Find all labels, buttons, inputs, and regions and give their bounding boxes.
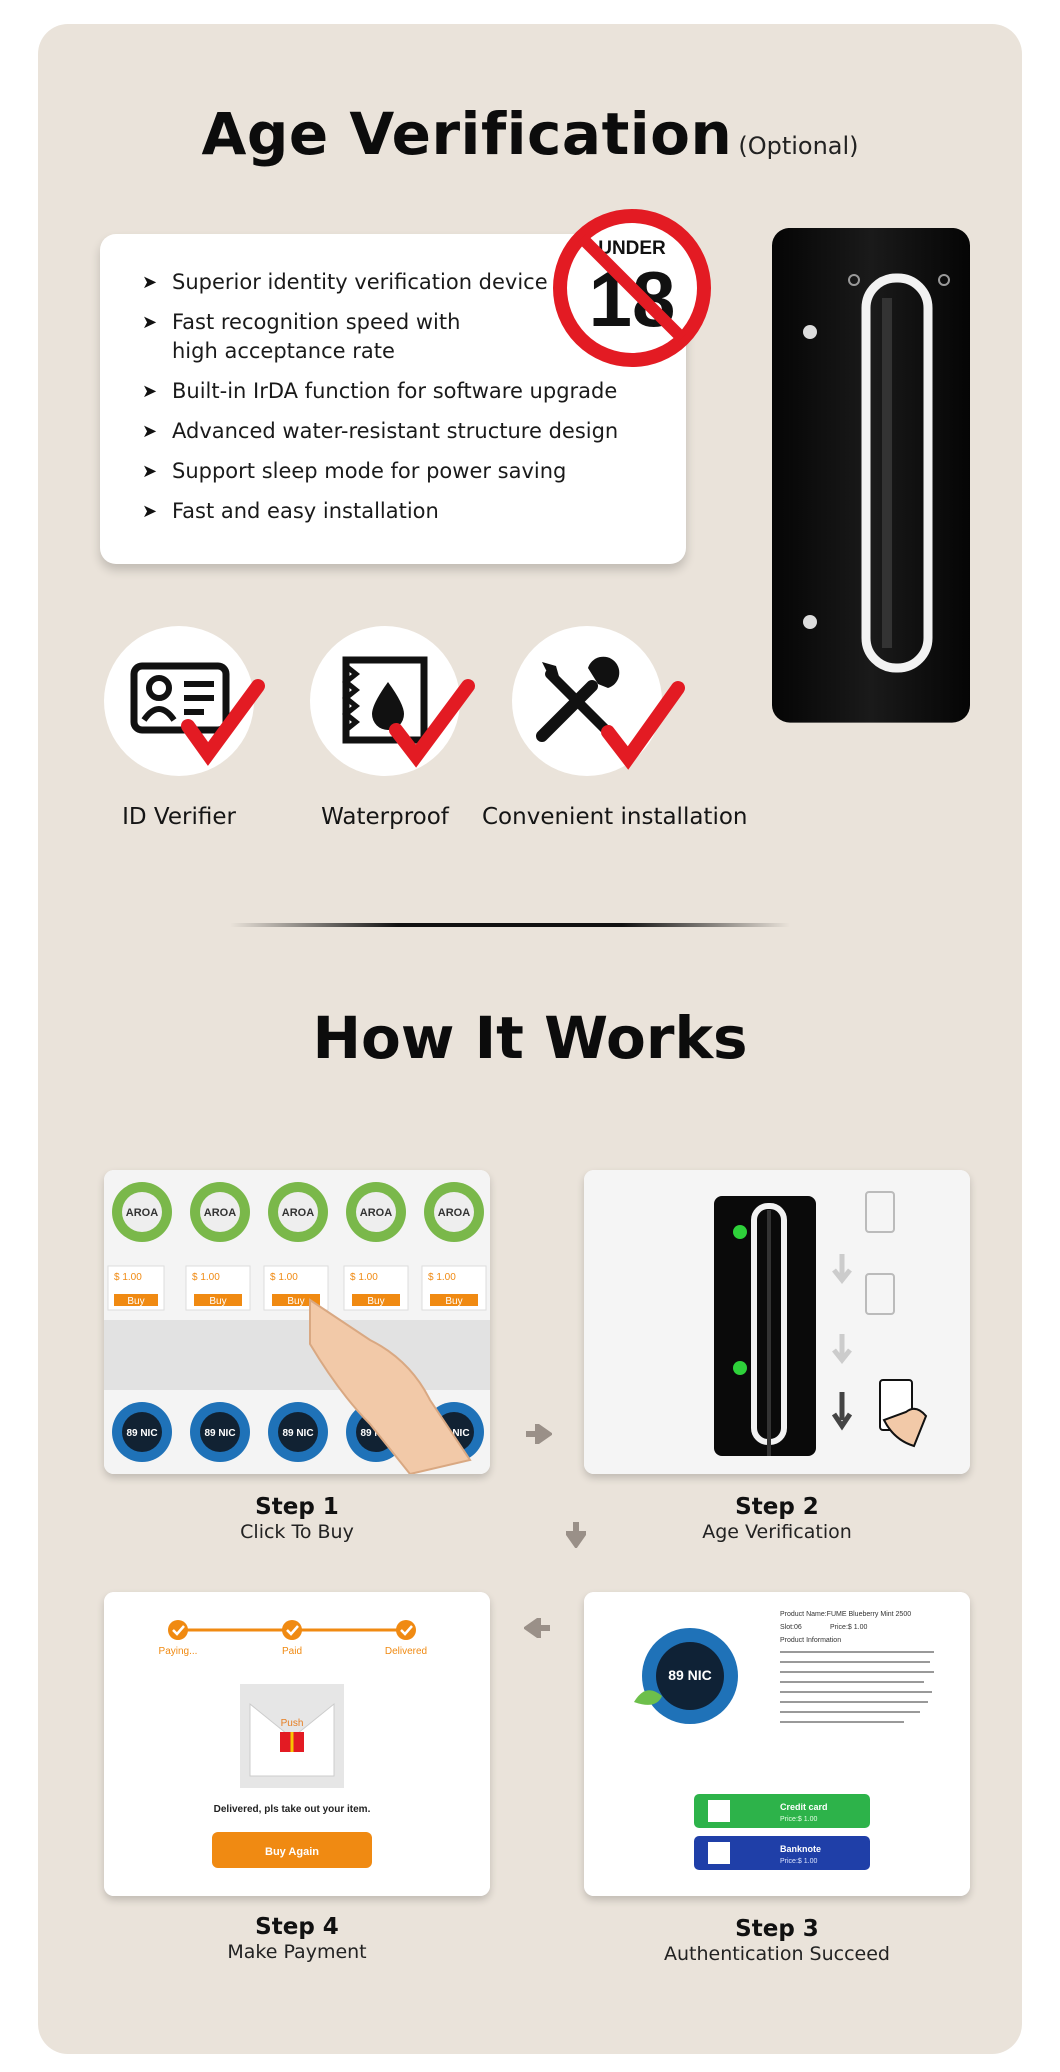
svg-text:89 NIC: 89 NIC bbox=[282, 1428, 313, 1439]
feature-list: ➤Superior identity verification device ➤… bbox=[142, 268, 662, 537]
svg-text:Buy: Buy bbox=[367, 1296, 384, 1307]
feature-item: ➤Fast recognition speed with high accept… bbox=[142, 310, 461, 363]
svg-text:89 NIC: 89 NIC bbox=[360, 1428, 391, 1439]
svg-text:$ 1.00: $ 1.00 bbox=[428, 1272, 456, 1283]
svg-text:Credit card: Credit card bbox=[780, 1802, 828, 1812]
svg-text:Price:$ 1.00: Price:$ 1.00 bbox=[780, 1816, 817, 1823]
product-row-top: AROA AROA AROA AROA AROA bbox=[112, 1182, 484, 1242]
step-4-title: Step 4 bbox=[255, 1914, 339, 1940]
step-2-title: Step 2 bbox=[735, 1494, 819, 1520]
svg-text:$ 1.00: $ 1.00 bbox=[192, 1272, 220, 1283]
svg-text:Buy: Buy bbox=[209, 1296, 226, 1307]
how-it-works-title: How It Works bbox=[312, 1004, 748, 1072]
svg-text:AROA: AROA bbox=[360, 1207, 392, 1219]
feature-item: ➤Superior identity verification device bbox=[142, 268, 662, 297]
step-3-title: Step 3 bbox=[735, 1916, 819, 1942]
push-label: Push bbox=[281, 1718, 304, 1729]
section-subtitle: (Optional) bbox=[738, 132, 859, 160]
feature-label-waterproof: Waterproof bbox=[321, 804, 449, 830]
age-verification-heading: Age Verification(Optional) bbox=[0, 100, 1060, 168]
step-4-subtitle: Make Payment bbox=[227, 1941, 367, 1963]
badge-top-text: UNDER bbox=[598, 238, 666, 259]
arrow-bullet-icon: ➤ bbox=[142, 461, 158, 482]
age-verification-screen bbox=[584, 1170, 970, 1474]
progress-step-paying: Paying... bbox=[159, 1646, 198, 1657]
svg-text:AROA: AROA bbox=[438, 1207, 470, 1219]
age-verification-device bbox=[772, 228, 970, 736]
arrow-bullet-icon: ➤ bbox=[142, 272, 158, 293]
banknote-option bbox=[694, 1836, 870, 1870]
svg-text:Buy: Buy bbox=[445, 1296, 462, 1307]
feature-item: ➤Built-in IrDA function for software upg… bbox=[142, 377, 662, 406]
arrow-left-icon bbox=[524, 1618, 550, 1638]
product-price: Price:$ 1.00 bbox=[830, 1624, 867, 1631]
authentication-screen: 89 NIC Product Name:FUME Blueberry Mint … bbox=[584, 1592, 970, 1896]
arrow-bullet-icon: ➤ bbox=[142, 501, 158, 522]
installation-feature bbox=[512, 626, 685, 776]
progress-step-delivered: Delivered bbox=[385, 1646, 427, 1657]
svg-text:AROA: AROA bbox=[204, 1207, 236, 1219]
feature-label-installation: Convenient installation bbox=[482, 804, 748, 830]
buy-again-button bbox=[212, 1832, 372, 1868]
product-slot: Slot:06 bbox=[780, 1624, 802, 1631]
feature-item: ➤Fast and easy installation bbox=[142, 497, 662, 526]
svg-text:89 NIC: 89 NIC bbox=[668, 1667, 712, 1683]
step-1-subtitle: Click To Buy bbox=[240, 1521, 354, 1543]
water-drop-icon bbox=[341, 656, 475, 768]
progress-step-paid: Paid bbox=[282, 1646, 302, 1657]
make-payment-screen: Paying... Paid Delivered Push Delivered,… bbox=[104, 1592, 490, 1896]
feature-item: ➤Advanced water-resistant structure desi… bbox=[142, 417, 662, 446]
tools-icon bbox=[536, 656, 685, 770]
arrow-down-icon bbox=[566, 1522, 586, 1548]
step-3-subtitle: Authentication Succeed bbox=[664, 1943, 890, 1965]
svg-text:89 NIC: 89 NIC bbox=[438, 1428, 469, 1439]
svg-text:$ 1.00: $ 1.00 bbox=[270, 1272, 298, 1283]
svg-text:Banknote: Banknote bbox=[780, 1844, 821, 1854]
product-name: Product Name:FUME Blueberry Mint 2500 bbox=[780, 1611, 911, 1618]
svg-text:Buy: Buy bbox=[127, 1296, 144, 1307]
svg-text:Price:$ 1.00: Price:$ 1.00 bbox=[780, 1858, 817, 1865]
badge-number-text: 18 bbox=[589, 255, 676, 343]
id-card-icon bbox=[130, 662, 265, 766]
credit-card-option bbox=[694, 1794, 870, 1828]
feature-label-id-verifier: ID Verifier bbox=[122, 804, 236, 830]
step-2-subtitle: Age Verification bbox=[702, 1521, 852, 1543]
section-divider bbox=[230, 923, 790, 927]
id-verifier-feature bbox=[104, 626, 265, 776]
hand-pointer-icon bbox=[309, 1298, 472, 1474]
svg-text:AROA: AROA bbox=[126, 1207, 158, 1219]
svg-text:89 NIC: 89 NIC bbox=[204, 1428, 235, 1439]
card-scan-sequence-icon bbox=[865, 1191, 895, 1315]
svg-text:AROA: AROA bbox=[282, 1207, 314, 1219]
product-info-heading: Product Information bbox=[780, 1637, 841, 1644]
feature-item: ➤Support sleep mode for power saving bbox=[142, 457, 662, 486]
waterproof-feature bbox=[310, 626, 475, 776]
step-4-card: Paying... Paid Delivered Push Delivered,… bbox=[104, 1592, 490, 1896]
under-18-badge-icon: UNDER 18 bbox=[553, 209, 711, 367]
svg-text:89 NIC: 89 NIC bbox=[126, 1428, 157, 1439]
arrow-bullet-icon: ➤ bbox=[142, 381, 158, 402]
step-3-card: 89 NIC Product Name:FUME Blueberry Mint … bbox=[584, 1592, 970, 1896]
arrow-bullet-icon: ➤ bbox=[142, 312, 158, 333]
svg-text:Buy: Buy bbox=[287, 1296, 304, 1307]
svg-text:$ 1.00: $ 1.00 bbox=[114, 1272, 142, 1283]
arrow-right-icon bbox=[526, 1424, 552, 1444]
svg-text:Buy Again: Buy Again bbox=[265, 1846, 319, 1858]
step-1-title: Step 1 bbox=[255, 1494, 339, 1520]
arrow-bullet-icon: ➤ bbox=[142, 421, 158, 442]
svg-text:$ 1.00: $ 1.00 bbox=[350, 1272, 378, 1283]
delivered-message: Delivered, pls take out your item. bbox=[214, 1804, 371, 1815]
section-title: Age Verification bbox=[201, 100, 733, 168]
step-2-card bbox=[584, 1170, 970, 1474]
